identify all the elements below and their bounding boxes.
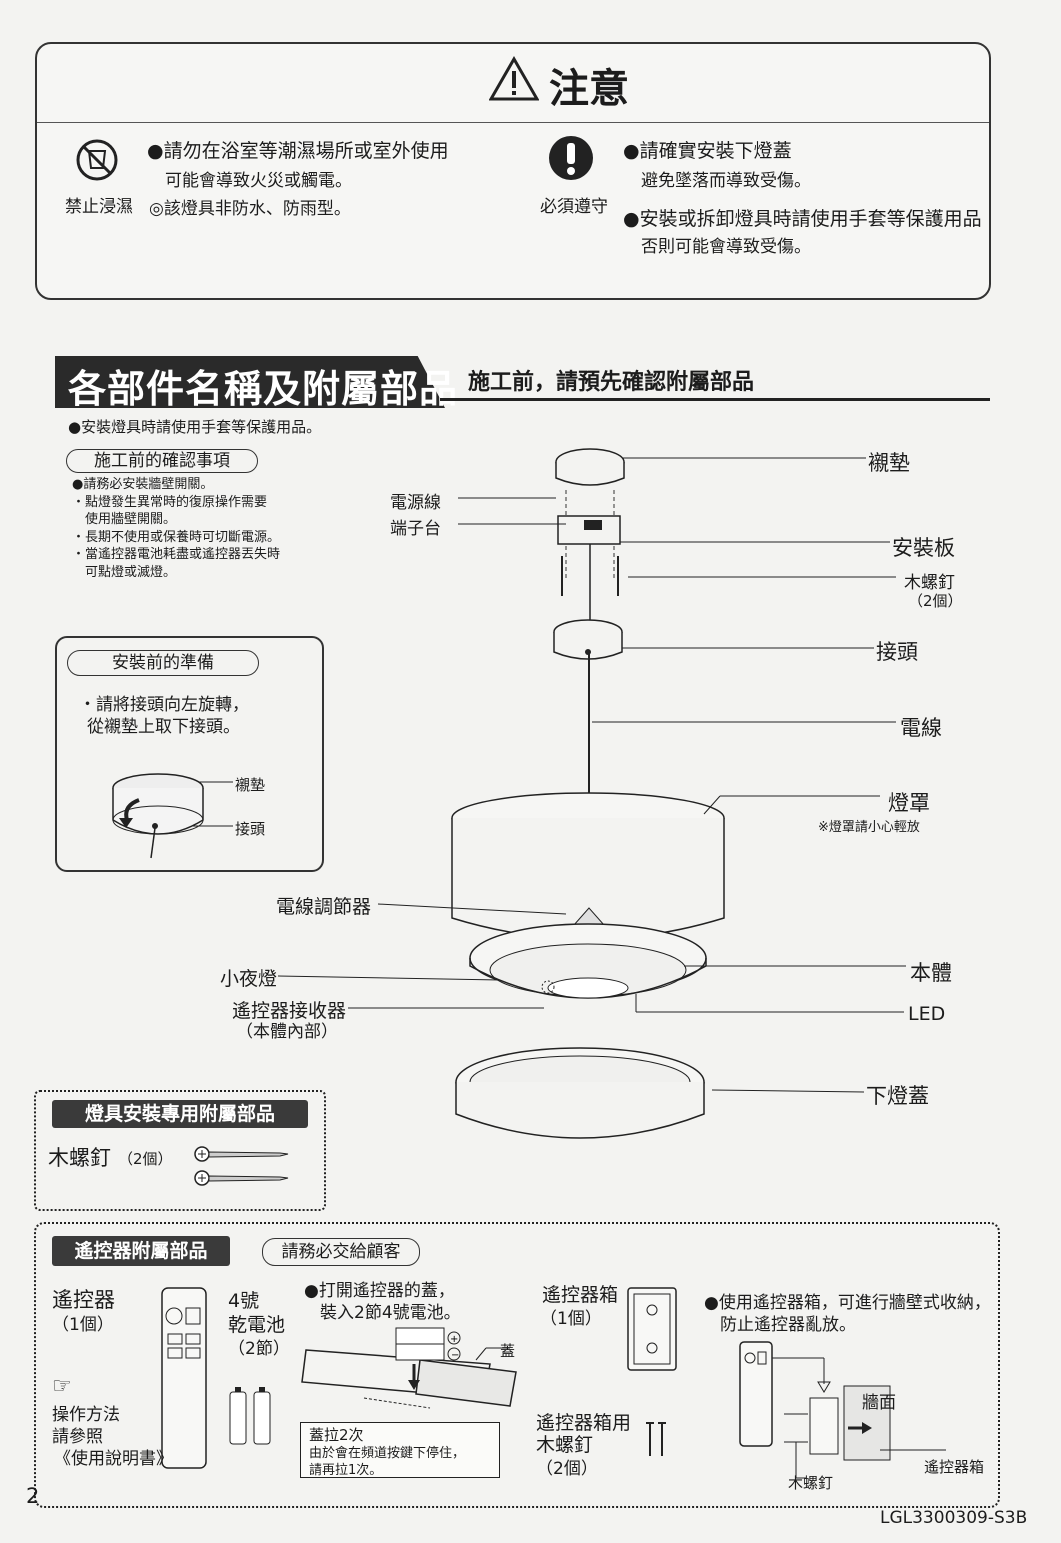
label-shade-note: ※燈罩請小心輕放: [818, 820, 920, 835]
pre-check-item: ・當遙控器電池耗盡或遙控器丟失時: [72, 547, 281, 562]
pull-note-box: 蓋拉2次 由於會在頻道按鍵下停住， 請再拉1次。: [300, 1422, 500, 1478]
caution-box: 注意 禁止浸濕 ●請勿在浴室等潮濕場所或室外使用 可能會導致火災或觸電。 ◎該燈…: [35, 42, 991, 300]
label-pad: 襯墊: [868, 451, 910, 475]
pre-check-item: ●請務必安裝牆壁開關。: [72, 477, 214, 492]
prep-pad-label: 襯墊: [235, 776, 266, 794]
section-banner: [55, 356, 445, 408]
lid-label: 蓋: [500, 1342, 516, 1360]
holder-screw-qty: （2個）: [536, 1459, 598, 1479]
pull-line-1: 蓋拉2次: [309, 1426, 364, 1444]
label-body: 本體: [910, 961, 952, 985]
wall-mount-illustration: [739, 1341, 946, 1479]
label-terminal: 端子台: [390, 519, 441, 539]
holder-screw-line-1: 遙控器箱用: [536, 1412, 632, 1434]
caution-header: 注意: [37, 44, 989, 123]
label-wood-screw-qty: （2個）: [908, 592, 963, 610]
wall-label: 牆面: [862, 1393, 896, 1413]
battery-label-2: 乾電池: [228, 1314, 286, 1336]
pointing-hand-icon: ☞: [52, 1374, 72, 1399]
must-line-2: 避免墜落而導致受傷。: [641, 171, 811, 191]
label-cable: 電線: [900, 716, 942, 740]
prep-line-1: ・請將接頭向左旋轉，: [79, 695, 249, 715]
operate-line-3: 《使用說明書》: [54, 1449, 173, 1469]
prohibit-line-3: ◎該燈具非防水、防雨型。: [149, 199, 351, 219]
no-wet-label: 禁止浸濕: [65, 197, 133, 217]
remote-title: 遙控器附屬部品: [52, 1236, 230, 1266]
label-power-cord: 電源線: [390, 493, 441, 513]
battery-label-1: 4號: [228, 1290, 260, 1312]
remote-label: 遙控器: [52, 1288, 115, 1312]
prep-title: 安裝前的準備: [67, 650, 259, 676]
label-cord-adjuster: 電線調節器: [276, 896, 372, 918]
pull-line-2: 由於會在頻道按鍵下停住，: [309, 1446, 466, 1461]
glove-note: ●安裝燈具時請使用手套等保護用品。: [68, 418, 322, 436]
label-connector: 接頭: [876, 640, 918, 664]
document-code: LGL3300309-S3B: [880, 1508, 1028, 1528]
pull-line-3: 請再拉1次。: [309, 1463, 383, 1478]
remote-control-illustration: [161, 1287, 207, 1469]
pre-check-list: ●請務必安裝牆壁開關。 ・點燈發生異常時的復原操作需要 使用牆壁開關。 ・長期不…: [72, 476, 280, 581]
svg-text:−: −: [451, 1350, 459, 1361]
battery-insert-illustration: + −: [301, 1327, 517, 1409]
svg-text:+: +: [450, 1334, 458, 1345]
label-night-light: 小夜燈: [220, 968, 278, 990]
caution-title: 注意: [549, 66, 629, 112]
small-screw-icon: [646, 1422, 666, 1456]
label-lower-cover: 下燈蓋: [866, 1084, 929, 1108]
open-line-1: ●打開遙控器的蓋，: [304, 1281, 455, 1301]
mandatory-label: 必須遵守: [540, 197, 608, 217]
pre-check-item: ・長期不使用或保養時可切斷電源。: [72, 529, 281, 545]
pre-check-item: 可點燈或滅燈。: [72, 564, 177, 580]
pre-check-title: 施工前的確認事項: [66, 449, 258, 473]
screw-small-label: 木螺釘: [788, 1474, 834, 1492]
must-line-1: ●請確實安裝下燈蓋: [623, 140, 792, 162]
label-mount-plate: 安裝板: [892, 536, 955, 560]
label-shade: 燈罩: [888, 791, 930, 815]
install-accessories-box: 燈具安裝專用附屬部品 木螺釘 （2個）: [34, 1090, 326, 1211]
holder-note-2: 防止遙控器亂放。: [720, 1315, 856, 1335]
holder-qty: （1個）: [540, 1309, 602, 1329]
accessories-screw-label: 木螺釘: [48, 1146, 111, 1170]
no-wet-icon: [76, 139, 118, 181]
section-title: 各部件名稱及附屬部品: [68, 367, 459, 411]
holder-box-label: 遙控器箱: [924, 1458, 985, 1476]
prep-connector-label: 接頭: [235, 820, 266, 838]
pre-check-item: 使用牆壁開關。: [72, 512, 177, 527]
holder-label: 遙控器箱: [542, 1284, 619, 1306]
label-receiver-note: （本體內部）: [236, 1022, 338, 1042]
must-line-3: ●安裝或拆卸燈具時請使用手套等保護用品: [623, 208, 982, 230]
battery-icon: [229, 1387, 271, 1445]
prep-box: 安裝前的準備 ・請將接頭向左旋轉， 從襯墊上取下接頭。 襯墊 接頭: [55, 636, 324, 872]
battery-qty: （2節）: [228, 1339, 290, 1359]
mandatory-icon: [549, 136, 593, 180]
accessories-screw-qty: （2個）: [118, 1150, 173, 1168]
pre-check-item: ・點燈發生異常時的復原操作需要: [72, 494, 268, 510]
prohibit-line-2: 可能會導致火災或觸電。: [165, 171, 352, 191]
remote-must-give: 請務必交給顧客: [262, 1238, 420, 1266]
accessories-title: 燈具安裝專用附屬部品: [52, 1100, 308, 1128]
label-receiver: 遙控器接收器: [232, 1000, 347, 1022]
label-wood-screw: 木螺釘: [904, 573, 955, 593]
operate-line-1: 操作方法: [52, 1405, 120, 1425]
screw-icon: [194, 1146, 289, 1186]
prep-line-2: 從襯墊上取下接頭。: [87, 717, 240, 737]
operate-line-2: 請參照: [52, 1427, 103, 1447]
prohibit-line-1: ●請勿在浴室等潮濕場所或室外使用: [147, 140, 449, 162]
open-line-2: 裝入2節4號電池。: [320, 1303, 461, 1323]
holder-screw-line-2: 木螺釘: [536, 1434, 594, 1456]
must-line-4: 否則可能會導致受傷。: [641, 237, 811, 257]
holder-note-1: ●使用遙控器箱，可進行牆壁式收納，: [704, 1293, 991, 1313]
remote-accessories-box: 遙控器附屬部品 請務必交給顧客 遙控器 （1個） 4號 乾電池 （2節） ☞ 操…: [34, 1222, 1000, 1508]
connector-rotate-illustration: [112, 773, 233, 859]
remote-holder-illustration: [627, 1287, 677, 1371]
label-led: LED: [908, 1003, 946, 1025]
section-rule: [440, 398, 990, 401]
remote-qty: （1個）: [52, 1315, 114, 1335]
lamp-exploded-diagram: [277, 448, 906, 1139]
page-number: 2: [26, 1484, 40, 1508]
section-subtitle: 施工前，請預先確認附屬部品: [468, 370, 755, 395]
warning-icon: [489, 56, 539, 101]
